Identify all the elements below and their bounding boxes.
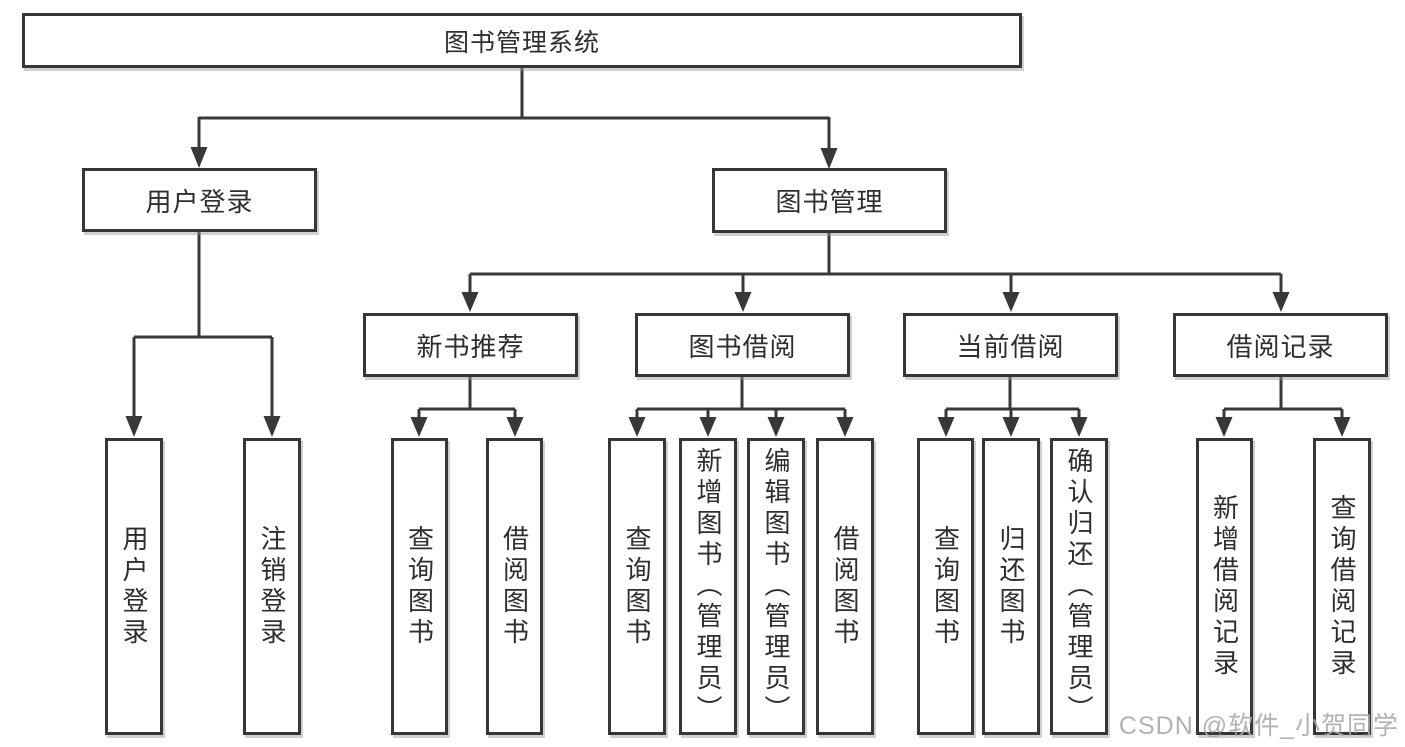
node-borrowing-records-label: 借阅记录 xyxy=(1226,331,1335,362)
node-root: 图书管理系统 xyxy=(22,13,1022,68)
leaf-logout: 注销登录 xyxy=(243,438,301,735)
leaf-add-books-admin: 新增图书（管理员） xyxy=(679,438,737,735)
csdn-watermark: CSDN @软件_小贺同学 xyxy=(1118,712,1399,740)
leaf-logout-label: 注销登录 xyxy=(257,524,287,649)
connector-newbookrec-to-leaves xyxy=(410,377,524,437)
node-book-borrowing-label: 图书借阅 xyxy=(688,331,797,362)
leaf-edit-books-admin-label: 编辑图书（管理员） xyxy=(761,447,791,726)
connector-currentborrow-to-leaves xyxy=(937,377,1088,437)
leaf-query-books-1: 查询图书 xyxy=(391,438,448,735)
leaf-borrow-books-2-label: 借阅图书 xyxy=(830,524,860,649)
leaf-query-books-1-label: 查询图书 xyxy=(404,524,435,649)
leaf-return-books-label: 归还图书 xyxy=(996,524,1026,649)
connector-borrowrecords-to-leaves xyxy=(1215,377,1351,437)
leaf-query-borrow-record: 查询借阅记录 xyxy=(1313,438,1371,735)
connector-root-to-level2 xyxy=(190,68,838,169)
leaf-edit-books-admin: 编辑图书（管理员） xyxy=(747,438,805,735)
node-user-login-label: 用户登录 xyxy=(145,186,254,217)
connector-userlogin-to-leaves xyxy=(125,232,281,437)
leaf-borrow-books-2: 借阅图书 xyxy=(816,438,874,735)
leaf-return-books: 归还图书 xyxy=(982,438,1040,735)
node-book-borrowing: 图书借阅 xyxy=(635,313,850,377)
node-new-book-recommend-label: 新书推荐 xyxy=(416,331,525,362)
leaf-user-login: 用户登录 xyxy=(105,438,163,735)
node-current-borrowing: 当前借阅 xyxy=(903,313,1118,377)
leaf-borrow-books-1: 借阅图书 xyxy=(486,438,543,735)
node-root-label: 图书管理系统 xyxy=(443,28,600,57)
leaf-query-books-3-label: 查询图书 xyxy=(930,524,961,649)
node-new-book-recommend: 新书推荐 xyxy=(363,313,578,377)
leaf-query-borrow-record-label: 查询借阅记录 xyxy=(1327,493,1357,680)
leaf-user-login-label: 用户登录 xyxy=(119,524,149,649)
connector-bookborrow-to-leaves xyxy=(628,377,854,437)
connector-bookmgmt-to-level3 xyxy=(461,233,1290,312)
leaf-confirm-return-admin-label: 确认归还（管理员） xyxy=(1064,447,1094,726)
leaf-confirm-return-admin: 确认归还（管理员） xyxy=(1050,438,1108,735)
leaf-query-books-2: 查询图书 xyxy=(608,438,666,735)
leaf-add-borrow-record: 新增借阅记录 xyxy=(1196,438,1253,735)
node-current-borrowing-label: 当前借阅 xyxy=(956,331,1065,362)
node-book-management-label: 图书管理 xyxy=(775,187,884,217)
leaf-borrow-books-1-label: 借阅图书 xyxy=(499,524,530,649)
node-borrowing-records: 借阅记录 xyxy=(1173,313,1388,377)
leaf-query-books-3: 查询图书 xyxy=(917,438,974,735)
leaf-add-books-admin-label: 新增图书（管理员） xyxy=(693,447,723,726)
leaf-add-borrow-record-label: 新增借阅记录 xyxy=(1209,493,1240,680)
node-book-management: 图书管理 xyxy=(712,168,947,233)
node-user-login: 用户登录 xyxy=(82,168,317,232)
leaf-query-books-2-label: 查询图书 xyxy=(622,524,652,649)
